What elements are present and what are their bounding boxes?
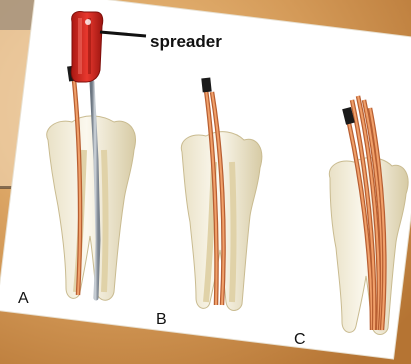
panel-label-a: A	[18, 290, 29, 307]
spreader-label: spreader	[150, 32, 222, 51]
spreader-icon	[71, 11, 103, 82]
panel-label-b: B	[156, 311, 167, 328]
cone-tip-marker	[201, 78, 211, 93]
panel-label-c: C	[294, 331, 306, 348]
root-canal	[232, 162, 234, 302]
root-canal	[104, 150, 106, 292]
